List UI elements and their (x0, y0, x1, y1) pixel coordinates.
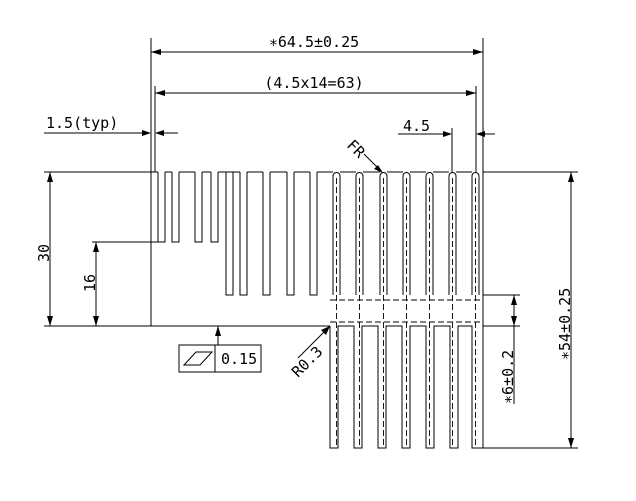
short-fin-height-label: 16 (81, 274, 99, 292)
pitch-label: 4.5 (403, 117, 430, 135)
overall-height-label: ∗54±0.25 (556, 288, 574, 360)
dim-short-fin-height: 16 (81, 241, 158, 326)
overall-width-label: ∗64.5±0.25 (269, 33, 359, 51)
dim-overall-height: ∗54±0.25 (483, 171, 578, 449)
fin-thickness-label: 1.5(typ) (46, 114, 118, 132)
dim-lower-fin-height: ∗6±0.2 (483, 294, 520, 404)
dim-base-height: 30 (35, 171, 151, 327)
base-height-label: 30 (35, 244, 53, 262)
full-radius-leader: FR (343, 136, 383, 173)
fin-centerlines (330, 178, 483, 446)
heatsink-profile (150, 171, 484, 449)
flatness-symbol-icon (182, 351, 214, 366)
dim-fin-thickness: 1.5(typ) (44, 114, 178, 172)
flatness-tolerance-frame: 0.15 (178, 326, 262, 373)
dim-pitch: 4.5 (398, 117, 495, 172)
dim-overall-width: ∗64.5±0.25 (150, 33, 484, 172)
root-radius-label: R0.3 (288, 343, 326, 381)
flatness-value: 0.15 (221, 350, 257, 368)
pitch-total-label: (4.5x14=63) (264, 74, 363, 92)
root-radius-leader: R0.3 (288, 326, 330, 381)
lower-fin-height-label: ∗6±0.2 (499, 350, 517, 404)
full-radius-label: FR (343, 136, 369, 162)
